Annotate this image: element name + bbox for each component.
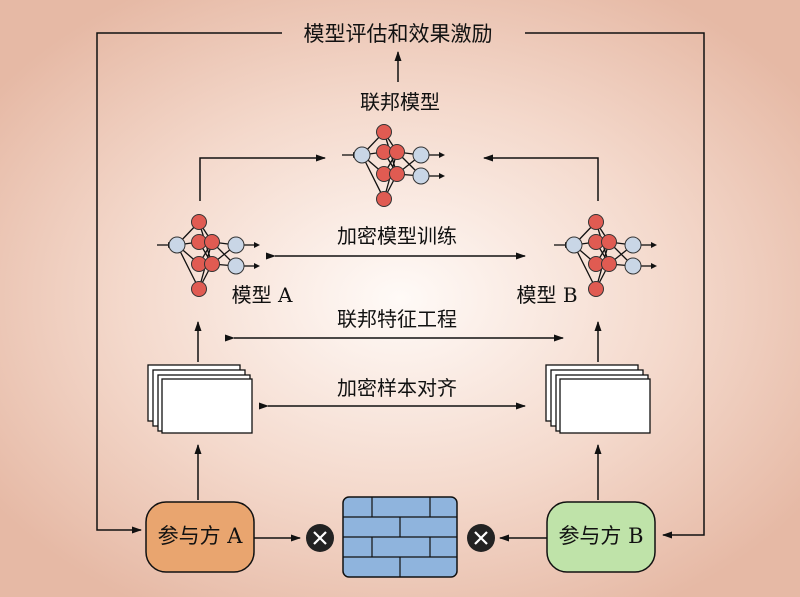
party-b-box bbox=[546, 501, 656, 573]
party-a-label: 参与方 A bbox=[158, 524, 244, 548]
evaluation-loop-lines bbox=[96, 32, 705, 539]
sample-alignment-label: 加密样本对齐 bbox=[337, 376, 457, 400]
model-a-label: 模型 A bbox=[232, 283, 293, 307]
firewall-icon bbox=[342, 496, 458, 578]
model-upload-arrows bbox=[199, 154, 599, 201]
federated-model-label: 联邦模型 bbox=[360, 90, 440, 114]
model-b-label: 模型 B bbox=[516, 283, 577, 307]
federated-model-network-icon bbox=[341, 123, 446, 208]
bidirectional-arrows bbox=[225, 252, 564, 410]
evaluation-title: 模型评估和效果激励 bbox=[304, 22, 493, 46]
blocked-icon-left bbox=[306, 524, 334, 552]
party-b-label: 参与方 B bbox=[558, 524, 643, 548]
vertical-flow-arrows bbox=[194, 321, 602, 500]
encrypted-training-label: 加密模型训练 bbox=[337, 224, 457, 248]
party-a-box bbox=[145, 501, 255, 573]
blocked-icon-right bbox=[467, 524, 495, 552]
federated-feature-label: 联邦特征工程 bbox=[337, 307, 457, 331]
party-b-data-stack-icon bbox=[545, 364, 651, 434]
party-a-data-stack-icon bbox=[147, 364, 253, 434]
